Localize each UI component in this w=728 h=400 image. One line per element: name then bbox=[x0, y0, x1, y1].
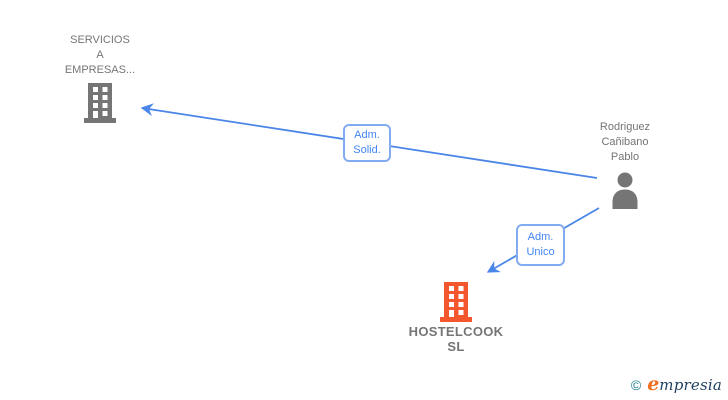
entity-label: Rodriguez Cañibano Pablo bbox=[600, 120, 650, 165]
entity-label-line: EMPRESAS... bbox=[64, 64, 136, 76]
edge-label-line: Adm. bbox=[354, 129, 380, 141]
copyright-icon: © bbox=[630, 377, 642, 393]
brand-name: mpresia bbox=[659, 376, 722, 394]
entity-label-line: HOSTELCOOK bbox=[408, 324, 504, 339]
entity-label-line: Pablo bbox=[610, 151, 640, 163]
entity-node-servicios-a-empresas[interactable]: SERVICIOS A EMPRESAS... bbox=[30, 33, 170, 123]
entity-label-line: Cañibano bbox=[601, 136, 649, 148]
building-icon bbox=[84, 83, 116, 123]
entity-node-rodriguez-canibano-pablo[interactable]: Rodriguez Cañibano Pablo bbox=[555, 120, 695, 209]
brand-initial: e bbox=[647, 373, 660, 395]
edge-label-line: Solid. bbox=[353, 144, 381, 156]
entity-node-hostelcook-sl[interactable]: HOSTELCOOK SL bbox=[376, 282, 536, 355]
edge-label-line: Unico bbox=[526, 246, 555, 258]
entity-label: HOSTELCOOK SL bbox=[409, 325, 504, 355]
person-icon bbox=[612, 172, 638, 209]
edge-label-line: Adm. bbox=[527, 231, 554, 243]
entity-label-line: SERVICIOS bbox=[70, 34, 130, 46]
building-icon bbox=[440, 282, 472, 322]
edge-label-adm-solid[interactable]: Adm. Solid. bbox=[343, 124, 391, 162]
edge-label-adm-unico[interactable]: Adm. Unico bbox=[516, 224, 565, 266]
entity-label: SERVICIOS A EMPRESAS... bbox=[65, 33, 135, 78]
entity-label-line: Rodriguez bbox=[599, 121, 651, 133]
entity-label-line: SL bbox=[447, 339, 465, 354]
entity-label-line: A bbox=[96, 49, 104, 61]
